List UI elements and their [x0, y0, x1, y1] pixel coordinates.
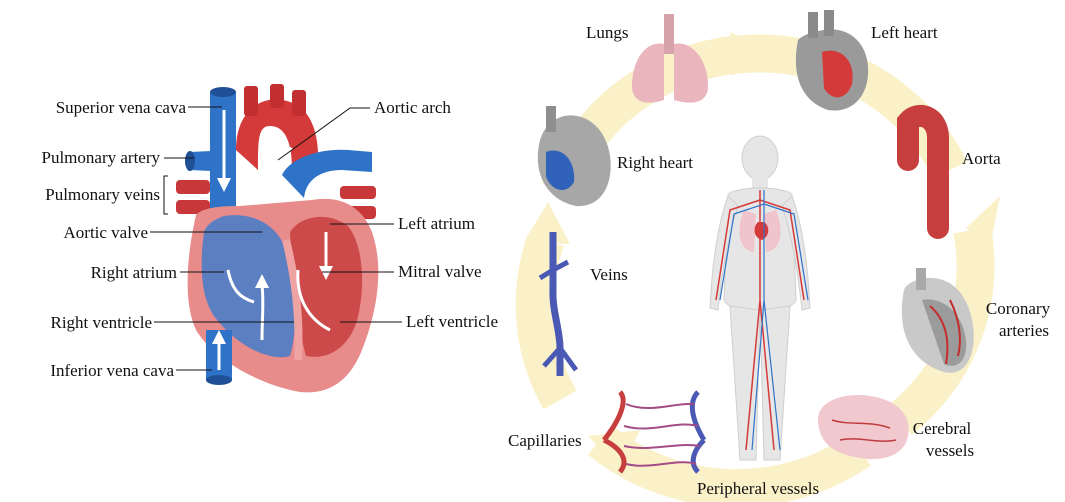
left-heart-vessel-1 [808, 12, 818, 38]
coronary-heart-vessel [916, 268, 926, 290]
label-left-heart: Left heart [871, 23, 938, 42]
pulmonary-vein-right-upper [340, 186, 376, 199]
pulmonary-artery-opening [185, 151, 195, 171]
label-cerebral-vessels-line1: Cerebral [913, 419, 972, 438]
body-head [742, 136, 778, 180]
label-superior-vena-cava: Superior vena cava [56, 98, 187, 117]
label-right-heart: Right heart [617, 153, 693, 172]
label-cerebral-vessels-line2: vessels [926, 441, 974, 460]
cycle-arrowhead-left [524, 202, 570, 244]
label-peripheral-vessels: Peripheral vessels [697, 479, 819, 498]
aortic-branch-2 [270, 84, 284, 108]
label-left-ventricle: Left ventricle [406, 312, 498, 331]
label-lungs: Lungs [586, 23, 629, 42]
label-aorta: Aorta [962, 149, 1001, 168]
label-coronary-arteries-line2: arteries [999, 321, 1049, 340]
aortic-branch-1 [244, 86, 258, 116]
label-inferior-vena-cava: Inferior vena cava [50, 361, 174, 380]
label-veins: Veins [590, 265, 628, 284]
label-aortic-arch: Aortic arch [374, 98, 451, 117]
left-heart-illustration [796, 10, 868, 111]
lung-left [632, 43, 664, 102]
capillary-vein-side [692, 392, 704, 472]
trachea [664, 14, 674, 54]
leader-pulmonary-veins-bracket [164, 176, 168, 214]
label-aortic-valve: Aortic valve [64, 223, 149, 242]
aortic-branch-3 [292, 90, 306, 116]
pulmonary-artery-vessel [190, 150, 232, 172]
right-heart-vessel [546, 106, 556, 132]
label-coronary-arteries-line1: Coronary [986, 299, 1051, 318]
flow-arrow-rv [262, 286, 263, 340]
label-pulmonary-veins: Pulmonary veins [45, 185, 160, 204]
label-pulmonary-artery: Pulmonary artery [42, 148, 161, 167]
human-body-illustration [710, 136, 810, 460]
body-leg-right [760, 306, 790, 460]
label-mitral-valve: Mitral valve [398, 262, 482, 281]
body-leg-left [730, 306, 760, 460]
label-left-atrium: Left atrium [398, 214, 475, 233]
heart-cross-section [176, 84, 378, 392]
label-right-atrium: Right atrium [91, 263, 177, 282]
label-right-ventricle: Right ventricle [50, 313, 152, 332]
superior-vena-cava-opening [210, 87, 236, 97]
pulmonary-vein-left-upper [176, 180, 210, 194]
inferior-vena-cava-opening [206, 375, 232, 385]
left-heart-vessel-2 [824, 10, 834, 36]
label-capillaries: Capillaries [508, 431, 582, 450]
